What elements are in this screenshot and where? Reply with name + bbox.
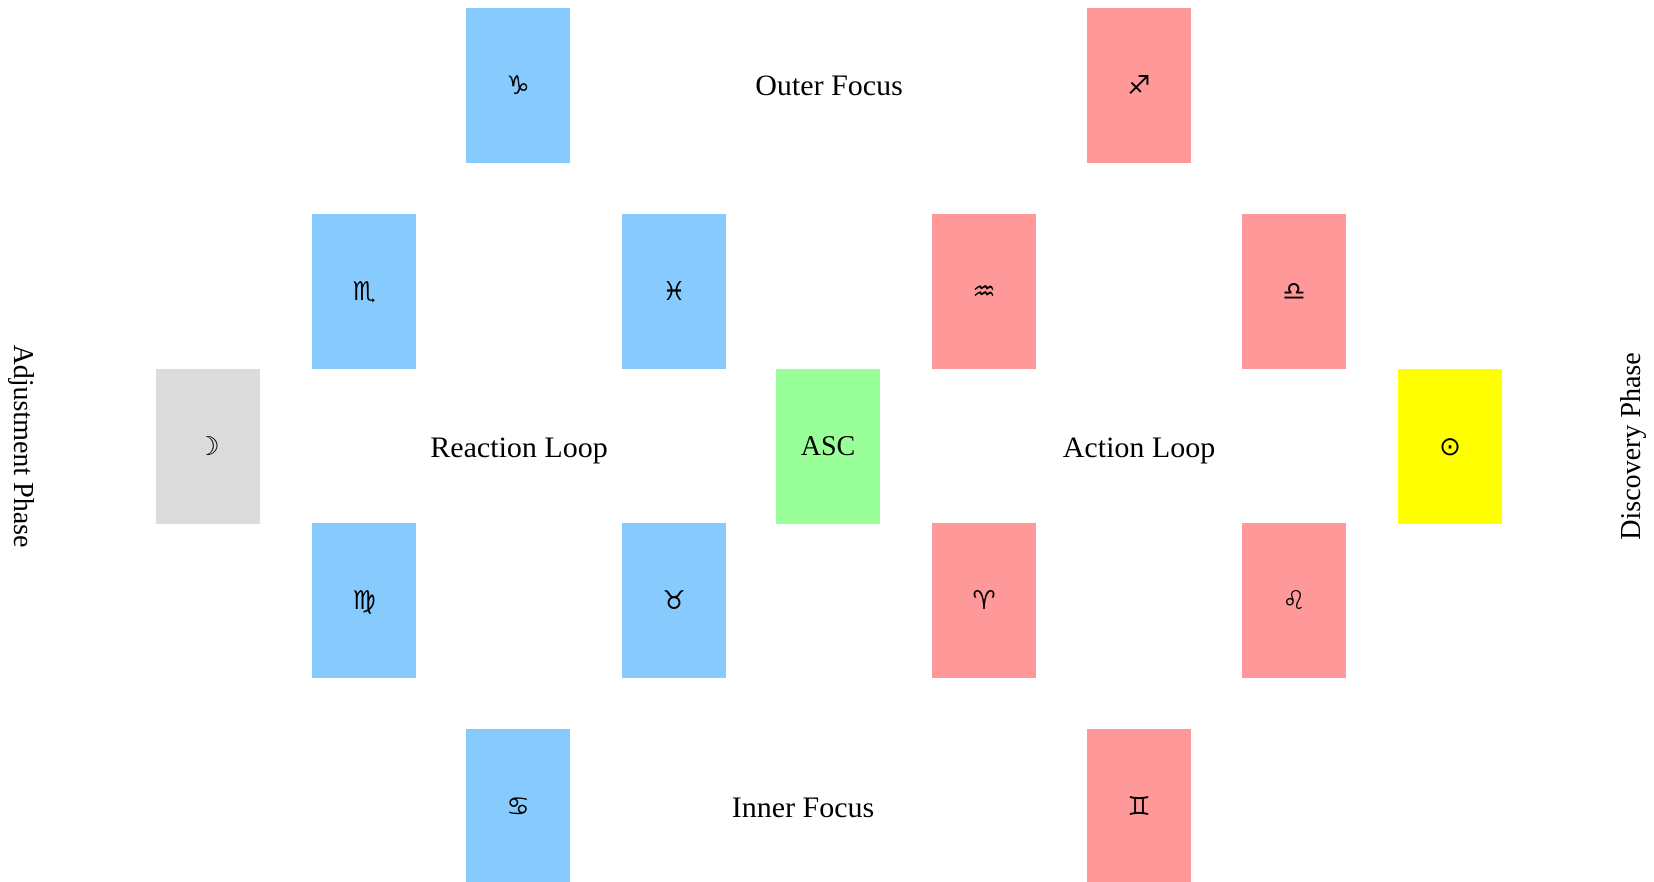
action-loop-label: Action Loop <box>1062 431 1216 464</box>
outer-focus-label: Outer Focus <box>755 69 903 102</box>
virgo-icon: ♍︎ <box>352 585 376 616</box>
taurus-icon: ♉︎ <box>662 585 686 616</box>
ascendant-card: ASC <box>776 369 880 524</box>
scorpio-card: ♏︎ <box>312 214 416 369</box>
reaction-loop-label: Reaction Loop <box>430 431 608 464</box>
adjustment-phase-label: Adjustment Phase <box>7 344 38 548</box>
inner-focus-label: Inner Focus <box>731 791 875 824</box>
capricorn-card: ♑︎ <box>466 8 570 163</box>
sagittarius-card: ♐︎ <box>1087 8 1191 163</box>
gemini-card: ♊︎ <box>1087 729 1191 882</box>
cancer-card: ♋︎ <box>466 729 570 882</box>
moon-card: ☽ <box>156 369 260 524</box>
aquarius-card: ♒︎ <box>932 214 1036 369</box>
aries-card: ♈︎ <box>932 523 1036 678</box>
sagittarius-icon: ♐︎ <box>1127 70 1151 101</box>
leo-card: ♌︎ <box>1242 523 1346 678</box>
sun-card: ⊙ <box>1398 369 1502 524</box>
capricorn-icon: ♑︎ <box>506 70 530 101</box>
libra-icon: ♎︎ <box>1282 276 1306 307</box>
aries-icon: ♈︎ <box>972 585 996 616</box>
taurus-card: ♉︎ <box>622 523 726 678</box>
cancer-icon: ♋︎ <box>506 791 530 822</box>
leo-icon: ♌︎ <box>1282 585 1306 616</box>
moon-icon: ☽ <box>196 431 220 462</box>
aquarius-icon: ♒︎ <box>972 276 996 307</box>
pisces-card: ♓︎ <box>622 214 726 369</box>
pisces-icon: ♓︎ <box>662 276 686 307</box>
sun-icon: ⊙ <box>1439 431 1461 462</box>
gemini-icon: ♊︎ <box>1127 791 1151 822</box>
libra-card: ♎︎ <box>1242 214 1346 369</box>
virgo-card: ♍︎ <box>312 523 416 678</box>
scorpio-icon: ♏︎ <box>352 276 376 307</box>
discovery-phase-label: Discovery Phase <box>1616 352 1647 540</box>
ascendant-label: ASC <box>800 430 856 462</box>
